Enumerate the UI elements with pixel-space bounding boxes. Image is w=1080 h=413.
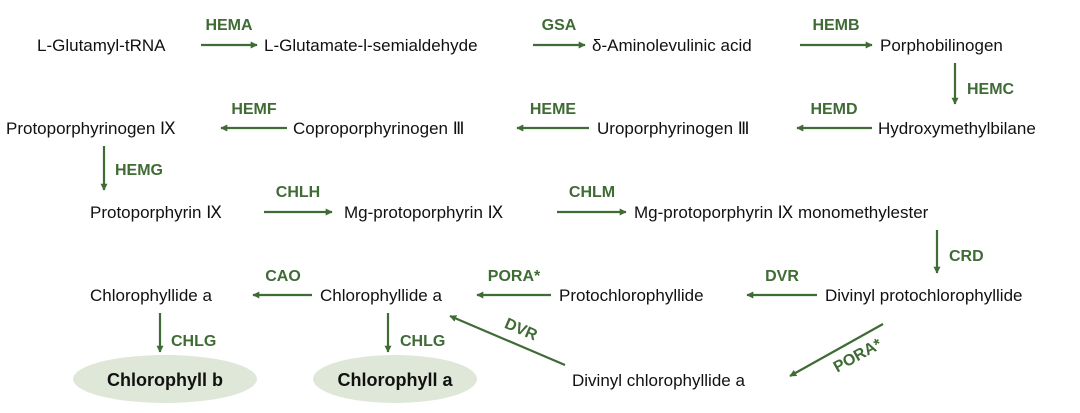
enzyme-hemd: HEMD: [810, 101, 857, 118]
node-mg-protoporphyrin-monomethylester: Mg-protoporphyrin Ⅸ monomethylester: [634, 203, 929, 222]
node-chlorophyllide-a-mid: Chlorophyllide a: [320, 286, 442, 305]
enzyme-dvr-top: DVR: [765, 268, 799, 285]
chlorophyll-b-label: Chlorophyll b: [107, 370, 223, 390]
enzyme-pora-top: PORA*: [488, 268, 541, 285]
node-hydroxymethylbilane: Hydroxymethylbilane: [878, 119, 1036, 138]
enzyme-hemf: HEMF: [231, 101, 277, 118]
enzyme-hemg: HEMG: [115, 162, 163, 179]
chlorophyll-a-label: Chlorophyll a: [337, 370, 453, 390]
node-mg-protoporphyrin: Mg-protoporphyrin Ⅸ: [344, 203, 504, 222]
enzyme-chlg-left: CHLG: [171, 333, 216, 350]
enzyme-chlg-mid: CHLG: [400, 333, 445, 350]
node-protoporphyrinogen: Protoporphyrinogen Ⅸ: [6, 119, 176, 138]
node-l-glutamyl-trna: L-Glutamyl-tRNA: [37, 36, 166, 55]
node-protoporphyrin: Protoporphyrin Ⅸ: [90, 203, 222, 222]
arrow-pora-diag: [789, 323, 884, 377]
enzyme-gsa: GSA: [542, 17, 577, 34]
chlorophyll-a-ellipse: [313, 355, 477, 403]
arrow-dvr-diag: [449, 314, 566, 367]
node-l-glutamate-semialdehyde: L-Glutamate-l-semialdehyde: [264, 36, 478, 55]
enzyme-hema: HEMA: [205, 17, 253, 34]
node-divinyl-protochlorophyllide: Divinyl protochlorophyllide: [825, 286, 1022, 305]
node-chlorophyllide-a-left: Chlorophyllide a: [90, 286, 212, 305]
enzyme-chlh: CHLH: [276, 184, 320, 201]
node-protochlorophyllide: Protochlorophyllide: [559, 286, 704, 305]
enzyme-crd: CRD: [949, 248, 984, 265]
node-uroporphyrinogen: Uroporphyrinogen Ⅲ: [597, 119, 750, 138]
enzyme-hemb: HEMB: [812, 17, 859, 34]
enzyme-chlm: CHLM: [569, 184, 615, 201]
enzyme-heme: HEME: [530, 101, 577, 118]
enzyme-pora-diag: PORA*: [831, 336, 886, 377]
node-coproporphyrinogen: Coproporphyrinogen Ⅲ: [293, 119, 464, 138]
chlorophyll-b-ellipse: [73, 355, 257, 403]
node-delta-aminolevulinic-acid: δ-Aminolevulinic acid: [592, 36, 752, 55]
enzyme-cao: CAO: [265, 268, 301, 285]
node-porphobilinogen: Porphobilinogen: [880, 36, 1003, 55]
enzyme-hemc: HEMC: [967, 81, 1015, 98]
node-divinyl-chlorophyllide-a: Divinyl chlorophyllide a: [572, 371, 745, 390]
